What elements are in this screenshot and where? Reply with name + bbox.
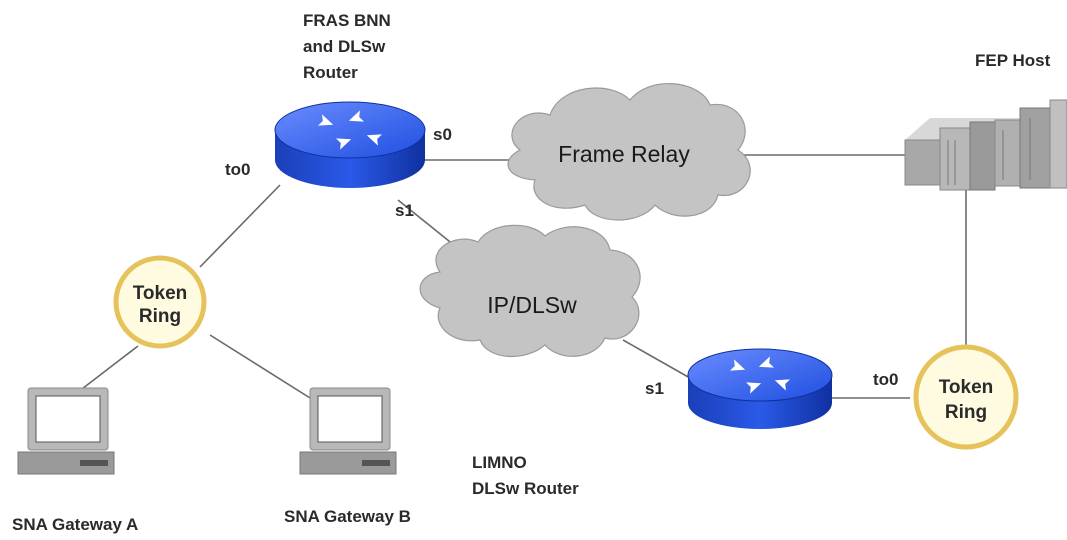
- gateway-b-label: SNA Gateway B: [284, 507, 411, 526]
- r1-to0-interface-label: to0: [225, 160, 251, 179]
- r2-s1-interface-label: s1: [645, 379, 664, 398]
- token-ring-left-label-2: Ring: [139, 306, 181, 327]
- links: [77, 154, 967, 404]
- router-fras-bnn-icon: [274, 101, 426, 188]
- frame-relay-label: Frame Relay: [558, 141, 690, 167]
- router1-label-line1: FRAS BNN: [303, 11, 391, 30]
- r1-s1-interface-label: s1: [395, 201, 414, 220]
- gateway-a-label: SNA Gateway A: [12, 515, 138, 534]
- frame-relay-cloud: Frame Relay: [507, 82, 751, 221]
- router-limno-icon: [687, 348, 833, 429]
- gateway-a-computer-icon: [17, 387, 115, 475]
- link-r1-tokenring-left: [199, 184, 281, 268]
- router2-label-line2: DLSw Router: [472, 479, 579, 498]
- router1-label-line3: Router: [303, 63, 358, 82]
- ip-dlsw-cloud: IP/DLSw: [419, 224, 641, 357]
- token-ring-right-label-1: Token: [939, 377, 994, 398]
- ip-dlsw-label: IP/DLSw: [487, 292, 577, 318]
- link-tokenring-left-gateway-a: [77, 345, 139, 393]
- gateway-b-computer-icon: [299, 387, 397, 475]
- token-ring-left-label-1: Token: [133, 283, 188, 304]
- token-ring-right-label-2: Ring: [945, 402, 987, 423]
- token-ring-right: Token Ring: [913, 344, 1019, 450]
- r1-s0-interface-label: s0: [433, 125, 452, 144]
- router2-label-line1: LIMNO: [472, 453, 527, 472]
- link-ip-dlsw-r2: [622, 339, 691, 379]
- fep-host-label: FEP Host: [975, 51, 1051, 70]
- r2-to0-interface-label: to0: [873, 370, 899, 389]
- token-ring-left: Token Ring: [113, 255, 207, 349]
- router1-label-line2: and DLSw: [303, 37, 386, 56]
- fep-host-icon: [904, 99, 1067, 191]
- link-tokenring-left-gateway-b: [209, 334, 319, 404]
